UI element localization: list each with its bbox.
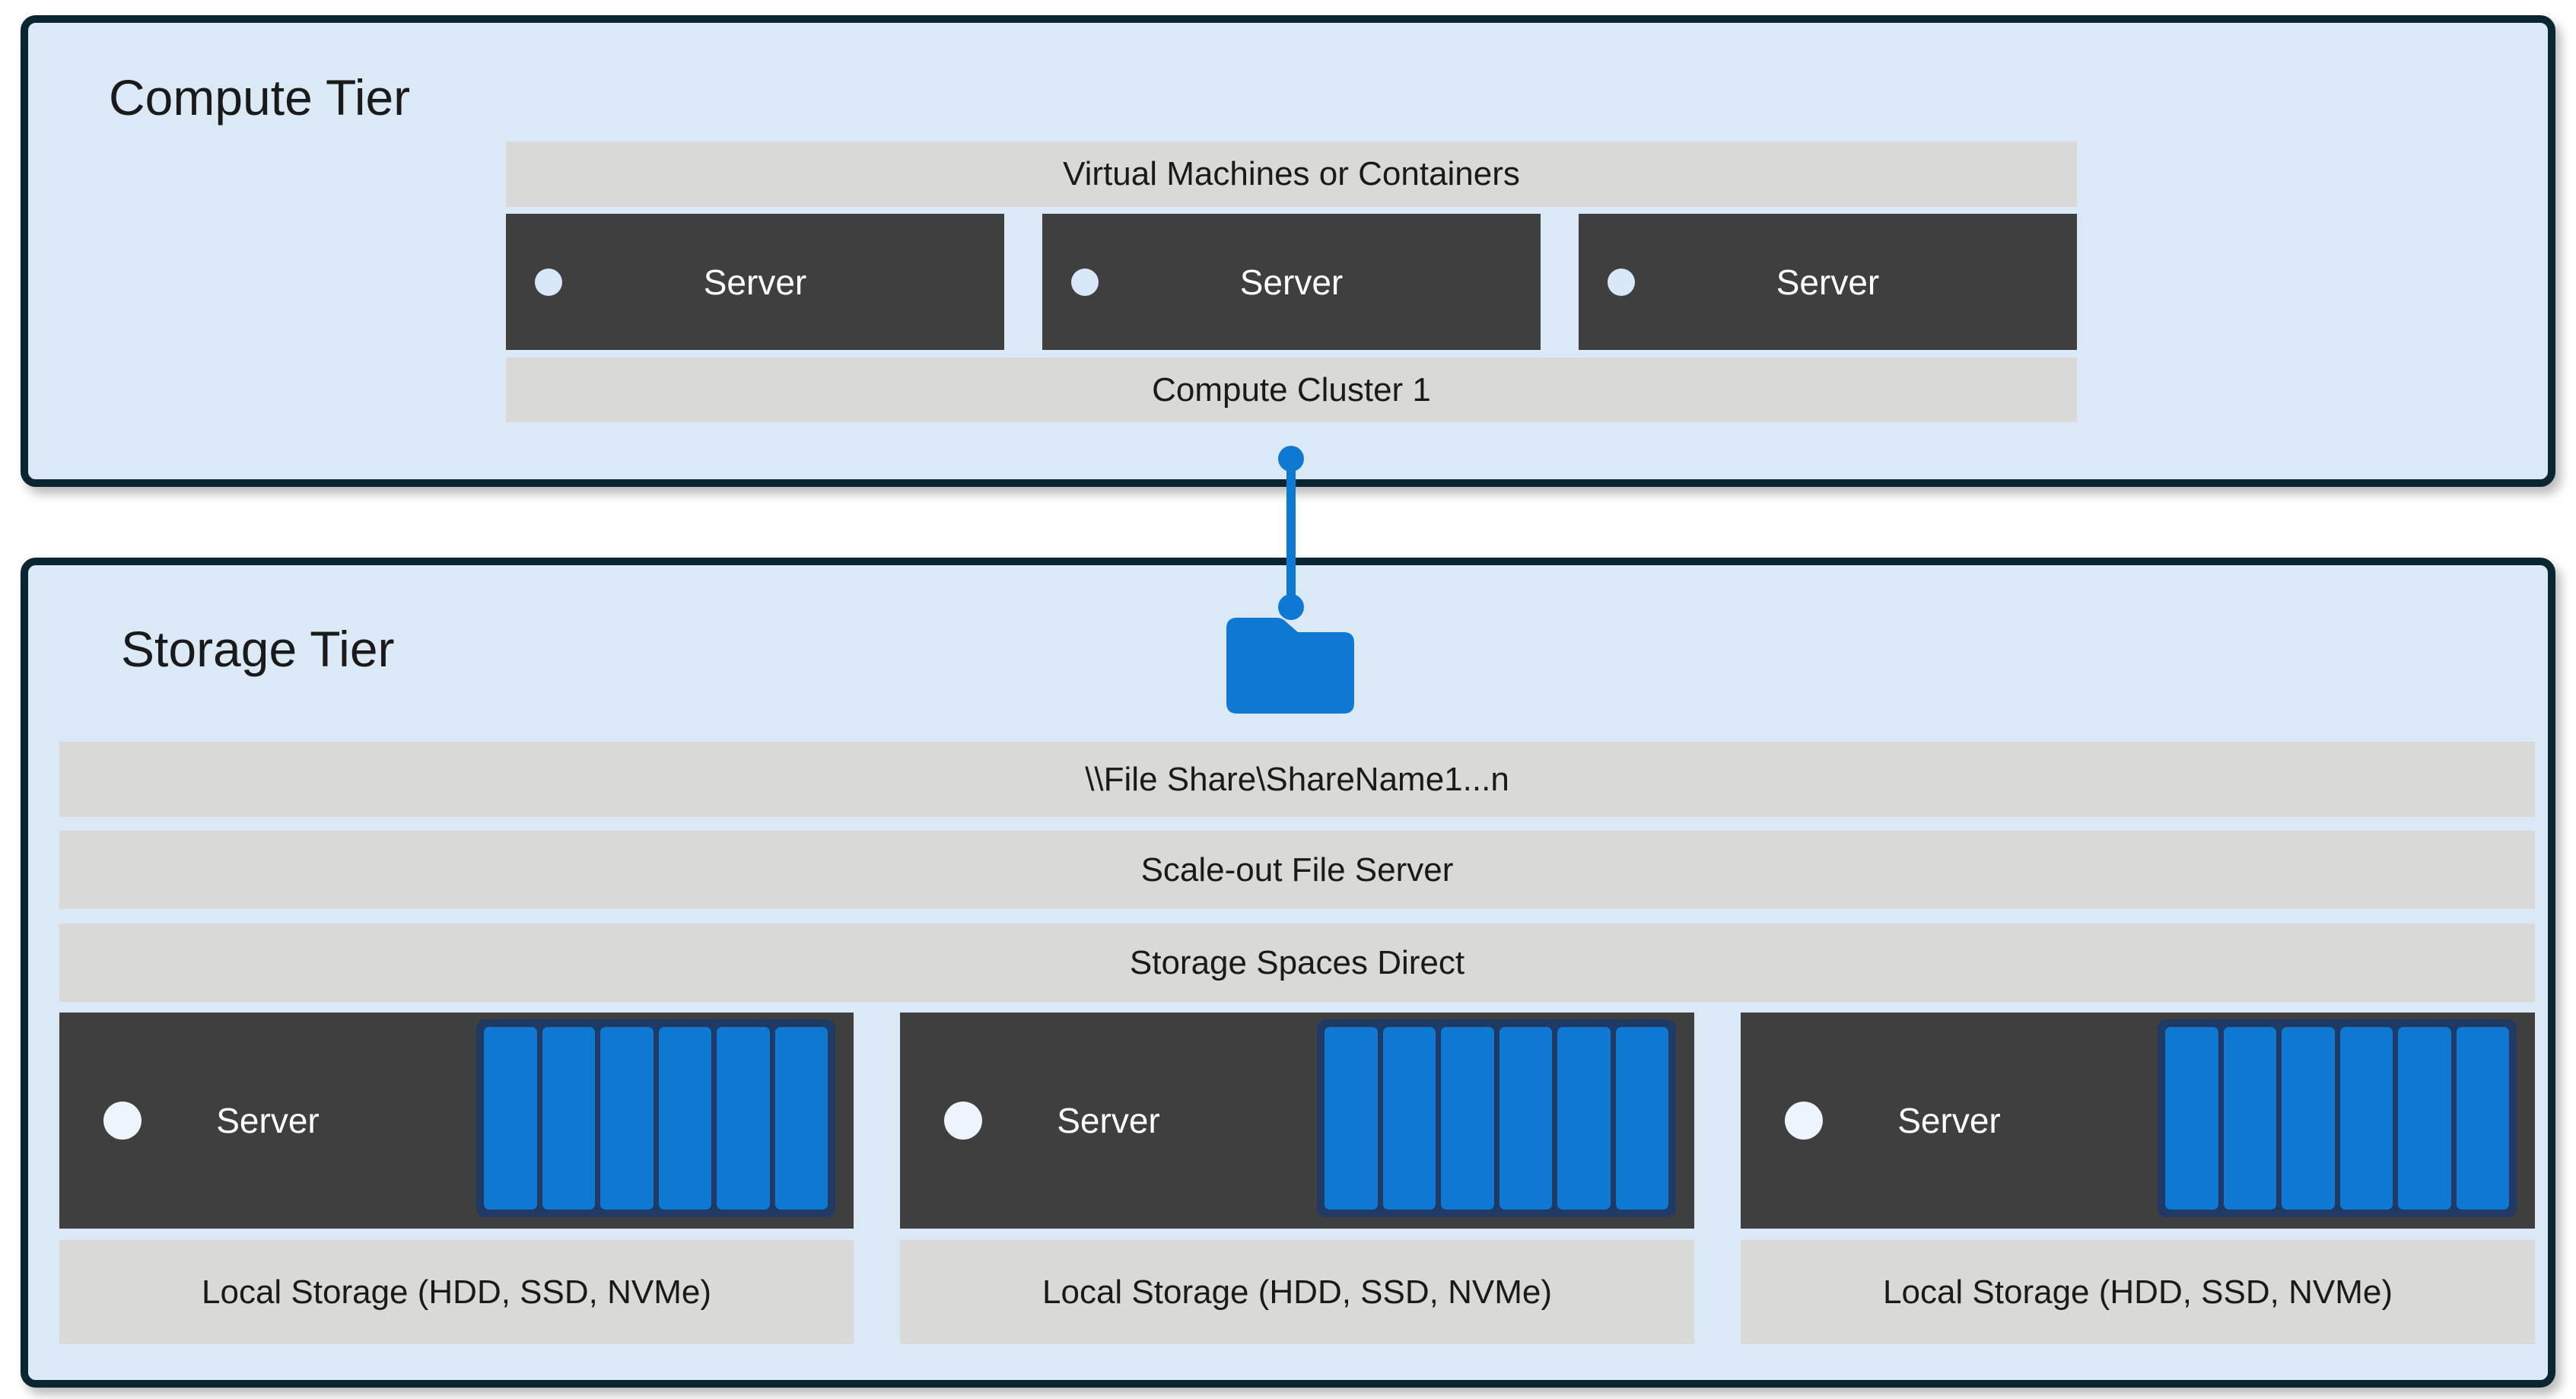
compute-cluster-bar: Compute Cluster 1 [506,358,2077,422]
vm-containers-bar-label: Virtual Machines or Containers [1063,155,1520,192]
server-label: Server [1239,262,1344,302]
disk-drive-icon [1325,1027,1378,1210]
compute-server-box: Server [1579,214,2077,350]
connector-endpoint-dot-icon [1278,446,1304,472]
disk-drive-icon [2223,1027,2276,1210]
power-indicator-dot-icon [1608,268,1635,296]
storage-server-box: Server [59,1013,854,1229]
disk-drive-icon [600,1027,654,1210]
disk-drive-icon [717,1027,770,1210]
local-storage-bar-label: Local Storage (HDD, SSD, NVMe) [1883,1273,2393,1311]
vm-containers-bar: Virtual Machines or Containers [506,141,2077,207]
disk-drive-icon [1382,1027,1436,1210]
disk-drive-icon [2282,1027,2335,1210]
disk-drive-icon [2398,1027,2451,1210]
folder-icon [1226,618,1354,714]
disk-drive-icon [1499,1027,1552,1210]
disk-drive-icon [2165,1027,2218,1210]
local-storage-bar: Local Storage (HDD, SSD, NVMe) [900,1240,1694,1344]
power-indicator-dot-icon [535,268,562,296]
disk-drive-icon [2339,1027,2393,1210]
local-storage-bar-label: Local Storage (HDD, SSD, NVMe) [202,1273,711,1311]
disk-drive-icon [658,1027,711,1210]
power-indicator-dot-icon [1071,268,1099,296]
disk-drive-icon [774,1027,828,1210]
disk-group [476,1019,835,1217]
connector-endpoint-dot-icon [1278,594,1304,620]
local-storage-bar: Local Storage (HDD, SSD, NVMe) [59,1240,854,1344]
scale-out-file-server-bar: Scale-out File Server [59,831,2535,909]
storage-tier-title: Storage Tier [121,621,395,677]
local-storage-bar-label: Local Storage (HDD, SSD, NVMe) [1042,1273,1552,1311]
power-indicator-dot-icon [1785,1102,1823,1140]
disk-group [1317,1019,1676,1217]
disk-group [2158,1019,2517,1217]
storage-server-box: Server [900,1013,1694,1229]
storage-server-box: Server [1741,1013,2535,1229]
compute-tier-title: Compute Tier [109,69,411,126]
disk-drive-icon [1557,1027,1611,1210]
connector-line [1286,459,1296,607]
compute-cluster-bar-label: Compute Cluster 1 [1152,370,1431,409]
compute-server-box: Server [1042,214,1541,350]
local-storage-bar: Local Storage (HDD, SSD, NVMe) [1741,1240,2535,1344]
server-label: Server [216,1101,320,1140]
disk-drive-icon [1441,1027,1494,1210]
disk-drive-icon [542,1027,595,1210]
file-share-bar-label: \\File Share\ShareName1...n [1085,760,1509,798]
compute-tier-panel: Compute Tier Virtual Machines or Contain… [21,15,2555,487]
disk-drive-icon [484,1027,537,1210]
server-label: Server [1057,1101,1160,1140]
power-indicator-dot-icon [944,1102,982,1140]
server-label: Server [1776,262,1880,302]
power-indicator-dot-icon [103,1102,142,1140]
storage-spaces-direct-bar: Storage Spaces Direct [59,924,2535,1002]
server-label: Server [703,262,807,302]
storage-spaces-direct-bar-label: Storage Spaces Direct [1129,943,1465,981]
disk-drive-icon [1615,1027,1668,1210]
compute-server-box: Server [506,214,1004,350]
scale-out-file-server-bar-label: Scale-out File Server [1140,851,1454,889]
disk-drive-icon [2456,1027,2509,1210]
server-label: Server [1897,1101,2001,1140]
file-share-bar: \\File Share\ShareName1...n [59,742,2535,817]
